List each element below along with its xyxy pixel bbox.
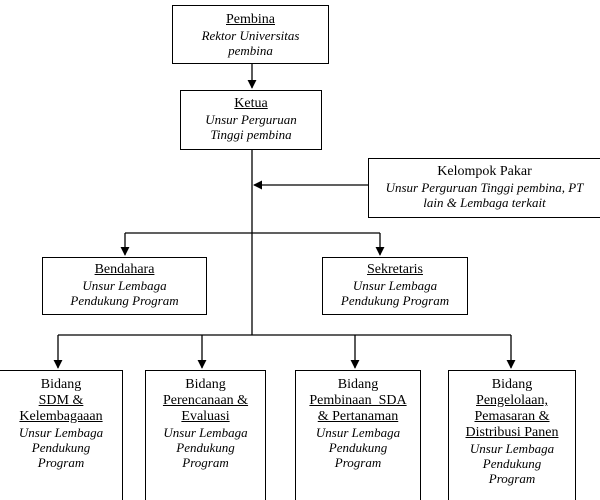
kelompok-pakar-box: Kelompok Pakar Unsur Perguruan Tinggi pe… <box>368 158 600 218</box>
kelompok-pakar-line-1: Unsur Perguruan Tinggi pembina, PT <box>385 180 584 195</box>
pembina-line-2: pembina <box>228 43 273 58</box>
bidang-perencanaan-box: Bidang Perencanaan & Evaluasi Unsur Lemb… <box>145 370 266 500</box>
pembina-box: Pembina Rektor Universitas pembina <box>172 5 329 64</box>
bidang-perencanaan-line-1: Unsur Lembaga <box>163 425 248 440</box>
bidang-sdm-title-2: SDM & <box>38 393 84 408</box>
bidang-pengelolaan-title-2: Pengelolaan, <box>476 393 548 408</box>
ketua-box: Ketua Unsur Perguruan Tinggi pembina <box>180 90 322 150</box>
kelompok-pakar-title: Kelompok Pakar <box>437 164 532 179</box>
bidang-pengelolaan-title-1: Bidang <box>491 377 533 392</box>
bidang-pembinaan-title-2: Pembinaan SDA <box>309 393 407 408</box>
bidang-pengelolaan-line-2: Pendukung <box>482 456 542 471</box>
bidang-pengelolaan-title-4: Distribusi Panen <box>465 425 559 440</box>
bidang-pengelolaan-box: Bidang Pengelolaan, Pemasaran & Distribu… <box>448 370 576 500</box>
sekretaris-box: Sekretaris Unsur Lembaga Pendukung Progr… <box>322 257 468 315</box>
bidang-pembinaan-title-3: & Pertanaman <box>317 409 399 424</box>
sekretaris-title: Sekretaris <box>367 262 423 277</box>
pembina-title: Pembina <box>226 12 275 27</box>
bidang-perencanaan-title-1: Bidang <box>185 377 226 392</box>
bidang-sdm-line-1: Unsur Lembaga <box>18 425 104 440</box>
bidang-perencanaan-line-2: Pendukung <box>176 440 235 455</box>
bendahara-line-1: Unsur Lembaga <box>82 278 167 293</box>
bidang-sdm-line-3: Program <box>37 455 85 470</box>
bidang-sdm-title-1: Bidang <box>40 377 82 392</box>
bidang-sdm-box: Bidang SDM & Kelembagaaan Unsur Lembaga … <box>0 370 123 500</box>
ketua-title: Ketua <box>234 96 268 111</box>
bidang-pembinaan-line-2: Pendukung <box>328 440 388 455</box>
bendahara-title: Bendahara <box>94 262 155 277</box>
bidang-sdm-line-2: Pendukung <box>31 440 91 455</box>
bidang-pembinaan-box: Bidang Pembinaan SDA & Pertanaman Unsur … <box>295 370 421 500</box>
sekretaris-line-1: Unsur Lembaga <box>352 278 438 293</box>
bidang-pembinaan-line-1: Unsur Lembaga <box>315 425 401 440</box>
ketua-line-1: Unsur Perguruan <box>205 112 297 127</box>
bidang-pengelolaan-line-1: Unsur Lembaga <box>469 441 555 456</box>
bidang-perencanaan-title-3: Evaluasi <box>181 409 230 424</box>
bidang-sdm-title-3: Kelembagaaan <box>19 409 103 424</box>
bendahara-line-2: Pendukung Program <box>70 293 179 308</box>
bidang-pembinaan-line-3: Program <box>334 455 382 470</box>
bidang-pembinaan-title-1: Bidang <box>337 377 379 392</box>
ketua-line-2: Tinggi pembina <box>210 127 292 142</box>
bidang-pengelolaan-line-3: Program <box>488 471 536 486</box>
bendahara-box: Bendahara Unsur Lembaga Pendukung Progra… <box>42 257 207 315</box>
bidang-pengelolaan-title-3: Pemasaran & <box>474 409 550 424</box>
bidang-perencanaan-title-2: Perencanaan & <box>162 393 249 408</box>
kelompok-pakar-line-2: lain & Lembaga terkait <box>423 195 546 210</box>
sekretaris-line-2: Pendukung Program <box>340 293 450 308</box>
bidang-perencanaan-line-3: Program <box>182 455 229 470</box>
pembina-line-1: Rektor Universitas <box>201 28 300 43</box>
